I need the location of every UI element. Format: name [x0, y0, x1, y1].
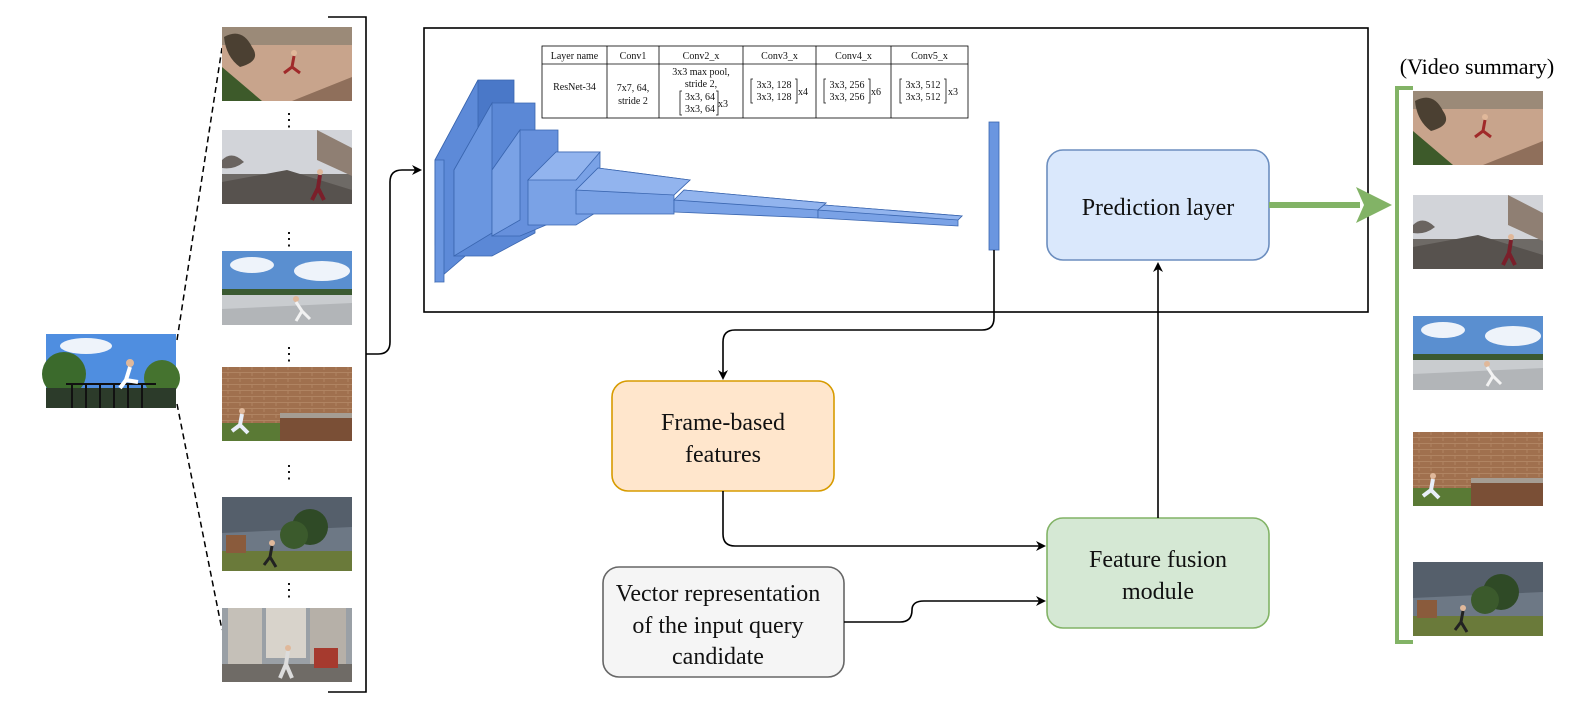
query-vector-box: Vector representation of the input query…: [602, 566, 845, 678]
cnn-blocks: [434, 79, 963, 283]
table-header-conv1: Conv1: [620, 51, 647, 62]
prediction-layer-box: Prediction layer: [1046, 149, 1270, 261]
prediction-layer-label: Prediction layer: [1082, 195, 1235, 221]
table-conv2-mult: x3: [718, 99, 728, 110]
summary-frame-5: [1413, 562, 1543, 636]
prediction-to-summary-arrow: [1269, 187, 1392, 223]
summary-frame-4: [1413, 432, 1543, 506]
video-frame-2: [222, 130, 352, 204]
table-conv5-mult: x3: [948, 87, 958, 98]
table-conv2-line-1: 3x3 max pool,: [672, 67, 730, 78]
video-frame-5: [222, 497, 352, 571]
frame-bracket: [328, 16, 367, 693]
table-header-conv3: Conv3_x: [761, 51, 798, 62]
table-header-conv2: Conv2_x: [683, 51, 720, 62]
video-frame-6: [222, 608, 352, 682]
summary-frame-3: [1413, 316, 1543, 390]
frame-features-box: Frame-based features: [611, 380, 835, 492]
video-frame-1: [222, 27, 352, 101]
conv4-bracket: [823, 78, 871, 104]
video-frame-3: [222, 251, 352, 325]
fusion-module-box: Feature fusion module: [1046, 517, 1270, 629]
table-conv4-block-1: 3x3, 256: [830, 80, 865, 91]
conv2-bracket: [679, 90, 719, 116]
table-row-name: ResNet-34: [553, 82, 596, 93]
table-conv4-block-2: 3x3, 256: [830, 92, 865, 103]
query-to-fusion-arrow: [844, 596, 1046, 623]
fusion-module-label-1: Feature fusion: [1089, 547, 1227, 573]
table-conv2-line-2: stride 2,: [685, 79, 717, 90]
frame-ellipsis-3: ⋮: [280, 344, 298, 364]
table-conv3-mult: x4: [798, 87, 808, 98]
cnn-to-features-arrow: [718, 250, 995, 380]
frame-ellipsis-2: ⋮: [280, 229, 298, 249]
fusion-module-label-2: module: [1122, 579, 1194, 605]
table-conv2-block-2: 3x3, 64: [685, 104, 715, 115]
table-conv2-block-1: 3x3, 64: [685, 92, 715, 103]
source-video-frame: [41, 333, 181, 409]
feature-vector-bar: [988, 121, 1000, 251]
table-conv5-block-1: 3x3, 512: [906, 80, 941, 91]
frame-ellipsis-5: ⋮: [280, 580, 298, 600]
frame-features-label-1: Frame-based: [661, 410, 785, 436]
table-conv4-mult: x6: [871, 87, 881, 98]
features-to-fusion-arrow: [722, 491, 1046, 551]
frame-sampling-lines: [176, 47, 223, 631]
table-conv1-line-2: stride 2: [618, 96, 648, 107]
video-summary-label: (Video summary): [1400, 54, 1554, 79]
table-header-conv4: Conv4_x: [835, 51, 872, 62]
person-figure: [118, 359, 139, 390]
video-frame-4: [222, 367, 352, 441]
query-vector-label-2: of the input query: [632, 613, 803, 639]
cnn-container: [423, 27, 1369, 313]
summary-frame-1: [1413, 91, 1543, 165]
summary-bracket: [1395, 86, 1413, 644]
table-conv3-block-1: 3x3, 128: [757, 80, 792, 91]
frame-ellipsis-4: ⋮: [280, 462, 298, 482]
summary-frame-2: [1413, 195, 1543, 269]
frame-ellipsis-1: ⋮: [280, 110, 298, 130]
table-header-layer-name: Layer name: [551, 51, 599, 62]
frames-to-cnn-arrow: [366, 165, 422, 355]
summary-frames: [1413, 91, 1543, 636]
table-conv3-block-2: 3x3, 128: [757, 92, 792, 103]
frame-sequence: ⋮ ⋮ ⋮ ⋮ ⋮: [222, 27, 352, 682]
query-vector-label-1: Vector representation: [616, 581, 821, 607]
conv3-bracket: [750, 78, 798, 104]
table-conv5-block-2: 3x3, 512: [906, 92, 941, 103]
resnet-layer-table: Layer name Conv1 Conv2_x Conv3_x Conv4_x…: [541, 45, 969, 119]
query-vector-label-3: candidate: [672, 644, 764, 670]
table-conv1-line-1: 7x7, 64,: [617, 83, 650, 94]
conv5-bracket: [899, 78, 947, 104]
frame-features-label-2: features: [685, 442, 761, 468]
table-header-conv5: Conv5_x: [911, 51, 948, 62]
